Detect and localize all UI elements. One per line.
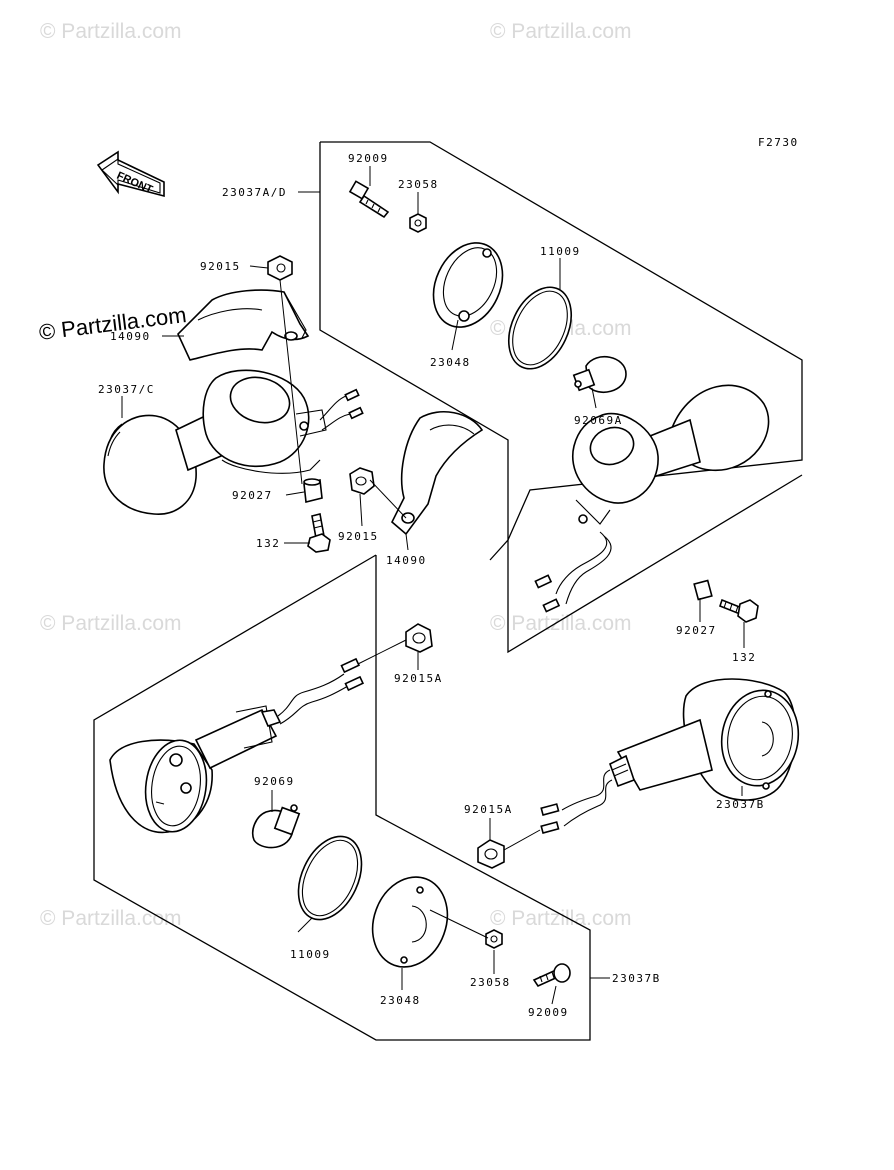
part-label: 23058 (470, 976, 511, 989)
lens-rim-23048-top (432, 242, 504, 328)
sleeve-92027-left (303, 478, 323, 503)
part-label: 132 (732, 651, 756, 664)
leader-lines (121, 166, 745, 1005)
part-label: 23037/C (98, 383, 155, 396)
part-label: 92027 (232, 489, 273, 502)
turn-signal-23037b-right (540, 678, 800, 834)
watermark: © Partzilla.com (40, 907, 182, 930)
nut-23058-top (409, 213, 427, 233)
bolt-132-left (307, 513, 331, 553)
part-label: 132 (256, 537, 280, 550)
bracket-14090-mid (391, 410, 484, 536)
screw-92009-top (348, 180, 390, 219)
part-label: 92009 (348, 152, 389, 165)
part-label: 11009 (290, 948, 331, 961)
part-label: 92069A (574, 414, 623, 427)
part-label: 14090 (110, 330, 151, 343)
bolt-132-right (719, 598, 759, 623)
lens-23048-bottom (371, 876, 449, 968)
bulb-92069 (251, 804, 301, 849)
gasket-11009-bottom (297, 835, 363, 921)
part-label: 23048 (380, 994, 421, 1007)
nut-23058-bottom (485, 929, 503, 949)
front-arrow-icon: FRONT (96, 150, 165, 198)
part-label: 23037B (716, 798, 765, 811)
part-labels: 23037A/D 92009 23058 11009 23048 92069A … (98, 152, 765, 1019)
watermark: © Partzilla.com (490, 612, 632, 635)
turn-signal-23037c (103, 369, 364, 515)
part-label: 92069 (254, 775, 295, 788)
part-label: 92015 (200, 260, 241, 273)
nut-92015-mid (349, 467, 375, 495)
sleeve-92027-right (693, 579, 713, 601)
nut-92015a-top (405, 623, 433, 653)
watermark: © Partzilla.com (490, 20, 632, 43)
bracket-14090-left (177, 289, 310, 361)
part-label: 92027 (676, 624, 717, 637)
bulb-92069a (572, 356, 627, 394)
watermark: © Partzilla.com (490, 907, 632, 930)
gasket-11009-top (507, 286, 573, 370)
watermark: © Partzilla.com (40, 20, 182, 43)
assembly-frames (93, 141, 803, 1041)
figure-code: F2730 (758, 136, 799, 149)
turn-signal-23037b-left (109, 657, 365, 834)
nut-92015a-bottom (477, 839, 505, 869)
turn-signal-23037ad (534, 384, 770, 613)
part-label: 23058 (398, 178, 439, 191)
part-label: 23037A/D (222, 186, 287, 199)
part-label: 92015A (464, 803, 513, 816)
part-label: 92009 (528, 1006, 569, 1019)
part-label: 92015A (394, 672, 443, 685)
nut-92015-left (267, 255, 293, 281)
part-label: 92015 (338, 530, 379, 543)
part-label: 11009 (540, 245, 581, 258)
part-label: 14090 (386, 554, 427, 567)
part-label: 23037B (612, 972, 661, 985)
screw-92009-bottom (532, 963, 571, 988)
watermark: © Partzilla.com (40, 612, 182, 635)
part-label: 23048 (430, 356, 471, 369)
